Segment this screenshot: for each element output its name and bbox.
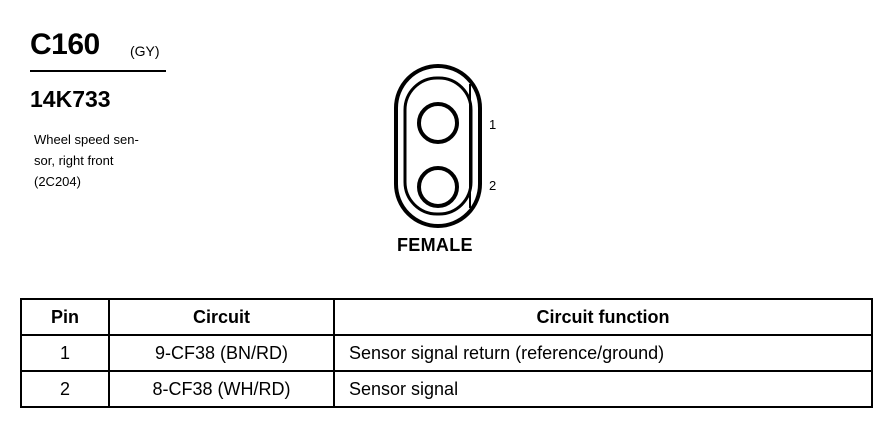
connector-inner-housing <box>403 76 473 216</box>
pin-label-2: 2 <box>489 178 497 193</box>
cell-circuit-function: Sensor signal <box>333 370 873 408</box>
cell-circuit: 8-CF38 (WH/RD) <box>108 370 335 408</box>
pin-table: Pin Circuit Circuit function 1 9-CF38 (B… <box>20 298 873 408</box>
pin-cavity-1 <box>417 102 459 144</box>
description-line-2: sor, right front <box>34 153 114 168</box>
connector-face-drawing <box>394 64 482 228</box>
cell-pin: 2 <box>20 370 110 408</box>
cell-circuit: 9-CF38 (BN/RD) <box>108 334 335 372</box>
connector-description: Wheel speed sen- sor, right front (2C204… <box>34 129 194 192</box>
table-row: 1 9-CF38 (BN/RD) Sensor signal return (r… <box>20 334 873 372</box>
description-line-3: (2C204) <box>34 174 81 189</box>
connector-outer-housing <box>394 64 482 228</box>
description-line-1: Wheel speed sen- <box>34 132 139 147</box>
table-header-row: Pin Circuit Circuit function <box>20 298 873 336</box>
pin-cavity-2 <box>417 166 459 208</box>
connector-id: C160 <box>30 28 100 61</box>
header-pin: Pin <box>20 298 110 336</box>
header-circuit: Circuit <box>108 298 335 336</box>
header-circuit-function: Circuit function <box>333 298 873 336</box>
pin-label-1: 1 <box>489 117 497 132</box>
cell-pin: 1 <box>20 334 110 372</box>
part-number: 14K733 <box>30 86 111 112</box>
table-row: 2 8-CF38 (WH/RD) Sensor signal <box>20 370 873 408</box>
connector-color-code: (GY) <box>130 43 160 59</box>
connector-gender: FEMALE <box>397 235 473 255</box>
title-underline <box>30 70 166 72</box>
cell-circuit-function: Sensor signal return (reference/ground) <box>333 334 873 372</box>
